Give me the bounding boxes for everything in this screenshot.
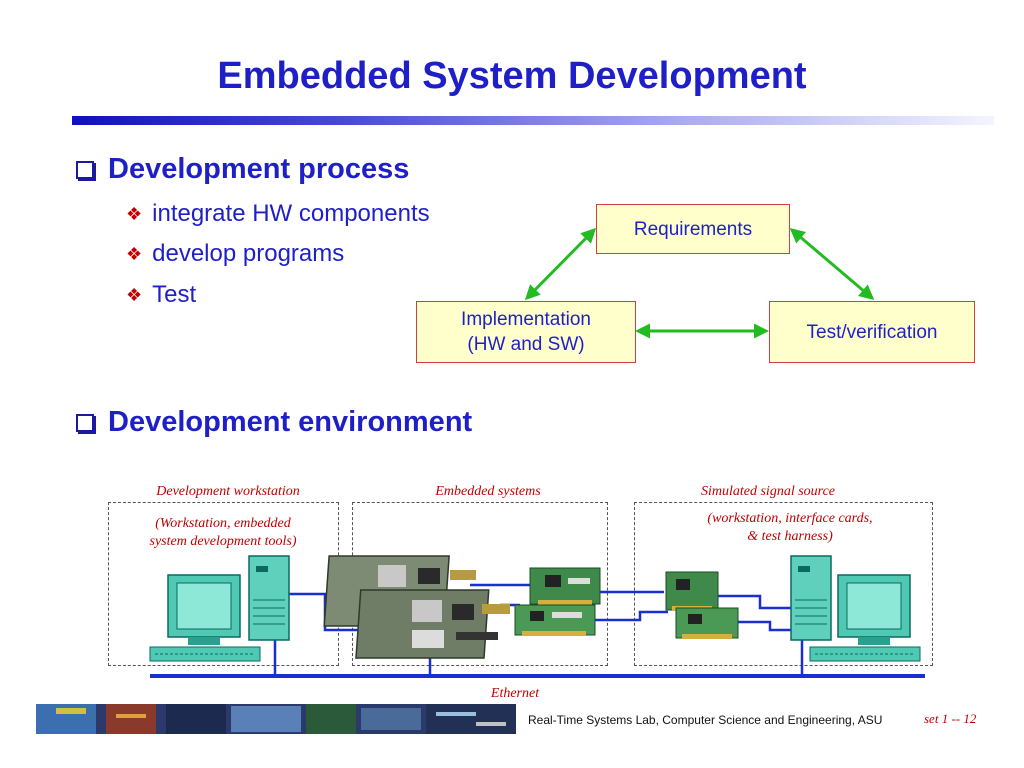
implementation-box: Implementation (HW and SW) [416,301,636,363]
environment-heading-row: Development environment [76,406,472,439]
workstation-caption: Development workstation [156,484,300,499]
interface-card-icon [665,571,719,611]
workstation-note-line: system development tools) [149,534,297,549]
computer-monitor-icon [149,574,261,662]
test-verification-label: Test/verification [806,321,938,343]
workstation-note-line: (Workstation, embedded [155,516,291,531]
embedded-board-icon [355,589,510,659]
requirements-box: Requirements [596,204,790,254]
simulated-note: (workstation, interface cards, & test ha… [670,510,910,546]
checkbox-bullet-icon [76,160,94,179]
diamond-bullet-icon: ❖ [126,243,143,264]
title-underline [72,116,994,125]
test-verification-box: Test/verification [769,301,975,363]
process-item: ❖ integrate HW components [126,200,430,228]
arrow-req-impl [524,227,597,301]
implementation-sublabel: (HW and SW) [467,334,585,355]
interface-card-icon [529,567,601,605]
computer-monitor-icon [809,574,921,662]
computer-tower-icon [790,555,832,641]
ethernet-label: Ethernet [490,686,540,701]
simulated-caption: Simulated signal source [700,484,836,499]
process-heading-row: Development process [76,153,409,186]
slide-title: Embedded System Development [217,55,807,97]
simulated-note-line: (workstation, interface cards, [707,511,873,526]
requirements-label: Requirements [633,218,753,240]
interface-card-icon [514,604,596,636]
simulated-note-line: & test harness) [747,529,833,544]
process-heading: Development process [108,153,410,185]
slide-number: set 1 -- 12 [924,711,977,726]
workstation-note: (Workstation, embedded system developmen… [118,515,328,551]
diamond-bullet-icon: ❖ [126,203,143,224]
embedded-caption: Embedded systems [435,484,541,499]
footer-lab-text: Real-Time Systems Lab, Computer Science … [528,713,883,727]
arrow-req-test [789,228,875,300]
process-item: ❖ Test [126,281,196,309]
checkbox-bullet-icon [76,413,94,432]
interface-card-icon [675,607,739,639]
process-item-label: Test [152,281,197,308]
footer-banner-image [36,704,516,734]
simulated-region [634,502,933,666]
computer-tower-icon [248,555,290,641]
process-item-label: integrate HW components [152,200,430,227]
environment-heading: Development environment [108,406,473,438]
implementation-label: Implementation [461,309,591,330]
diamond-bullet-icon: ❖ [126,284,143,305]
process-item-label: develop programs [152,240,345,267]
process-item: ❖ develop programs [126,240,344,268]
